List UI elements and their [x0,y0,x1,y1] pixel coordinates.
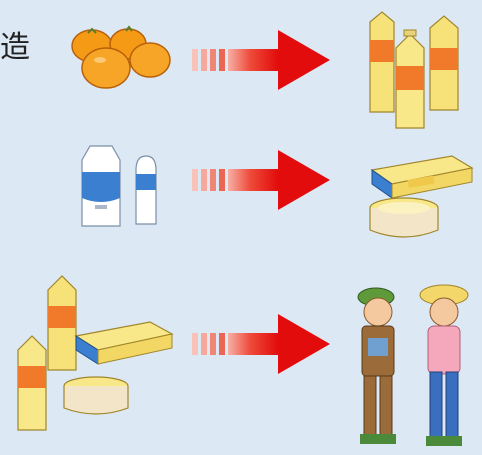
oranges-icon [71,25,171,89]
juice-cartons-icon [369,11,459,129]
farmers-icon [357,284,469,446]
arrow-row-1-icon [192,30,330,90]
processed-foods-icon [17,275,174,431]
arrow-row-2-icon [192,150,330,210]
milk-bottles-icon [81,145,157,227]
caption-text: 造 [0,30,31,65]
butter-and-cheese-icon [369,155,474,238]
arrow-row-3-icon [192,314,330,374]
